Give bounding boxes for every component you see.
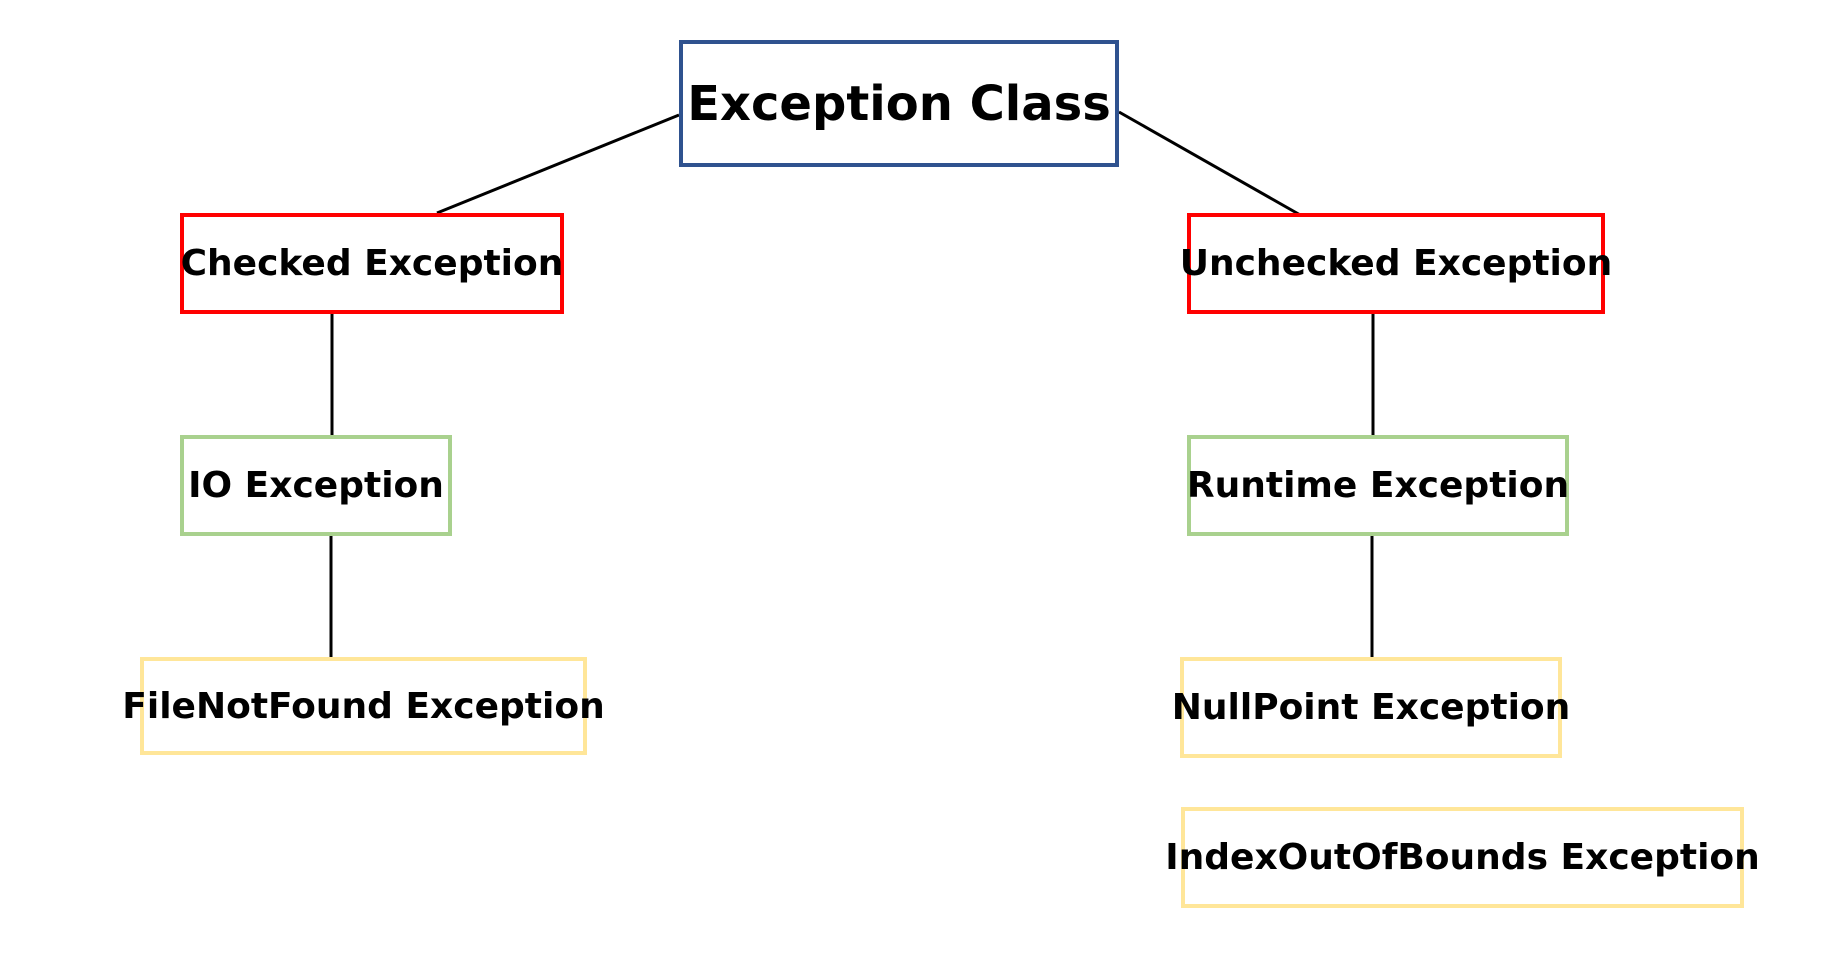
node-nullpoint-exception: NullPoint Exception bbox=[1172, 657, 1570, 758]
node-exception-class: Exception Class bbox=[679, 40, 1119, 167]
node-indexoutofbounds-exception-label: IndexOutOfBounds Exception bbox=[1165, 837, 1760, 878]
node-indexoutofbounds-exception: IndexOutOfBounds Exception bbox=[1165, 807, 1760, 908]
node-exception-class-label: Exception Class bbox=[687, 75, 1111, 132]
node-runtime-exception-label: Runtime Exception bbox=[1186, 465, 1570, 506]
node-io-exception: IO Exception bbox=[180, 435, 452, 536]
node-nullpoint-exception-label: NullPoint Exception bbox=[1171, 687, 1571, 728]
node-unchecked-exception-label: Unchecked Exception bbox=[1179, 243, 1613, 284]
node-filenotfound-exception-label: FileNotFound Exception bbox=[122, 685, 605, 727]
node-runtime-exception: Runtime Exception bbox=[1187, 435, 1569, 536]
node-checked-exception-label: Checked Exception bbox=[180, 243, 564, 284]
edge-root-checked bbox=[436, 113, 680, 215]
node-unchecked-exception: Unchecked Exception bbox=[1180, 213, 1612, 314]
node-checked-exception: Checked Exception bbox=[180, 213, 564, 314]
node-filenotfound-exception: FileNotFound Exception bbox=[122, 657, 605, 755]
edge-root-unchecked bbox=[1118, 110, 1303, 218]
node-io-exception-label: IO Exception bbox=[188, 465, 444, 506]
